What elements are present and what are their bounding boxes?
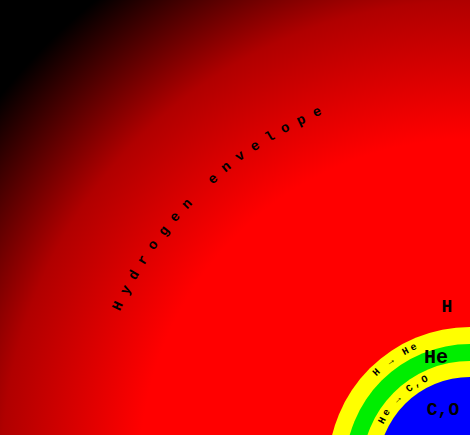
label-letter: o — [278, 120, 292, 136]
label-letter: → — [392, 394, 403, 405]
label-letter: g — [156, 223, 172, 238]
label-letter: l — [263, 129, 277, 145]
label-letter: e — [311, 104, 324, 120]
label-letter: d — [126, 268, 142, 282]
label-letter: e — [409, 342, 419, 354]
label-letter: n — [218, 159, 233, 175]
label-letter: n — [179, 196, 195, 212]
label-letter: → — [385, 356, 396, 368]
label-letter: y — [117, 283, 133, 297]
label-letter: p — [294, 112, 308, 128]
helium-layer — [345, 344, 470, 435]
hydrogen-shell — [328, 327, 470, 435]
label-letter: H — [372, 367, 383, 378]
layer-label: He — [424, 348, 448, 368]
label-letter: r — [135, 252, 151, 267]
label-letter: v — [233, 148, 248, 164]
label-letter: H — [110, 299, 126, 313]
core-label: C,O — [427, 401, 459, 419]
helium-shell — [362, 361, 470, 435]
layer-label: H — [442, 298, 453, 316]
label-letter: e — [247, 138, 262, 154]
label-letter: e — [167, 209, 183, 224]
label-letter: e — [205, 171, 221, 187]
label-letter: H — [401, 346, 411, 358]
label-letter: o — [145, 237, 161, 252]
